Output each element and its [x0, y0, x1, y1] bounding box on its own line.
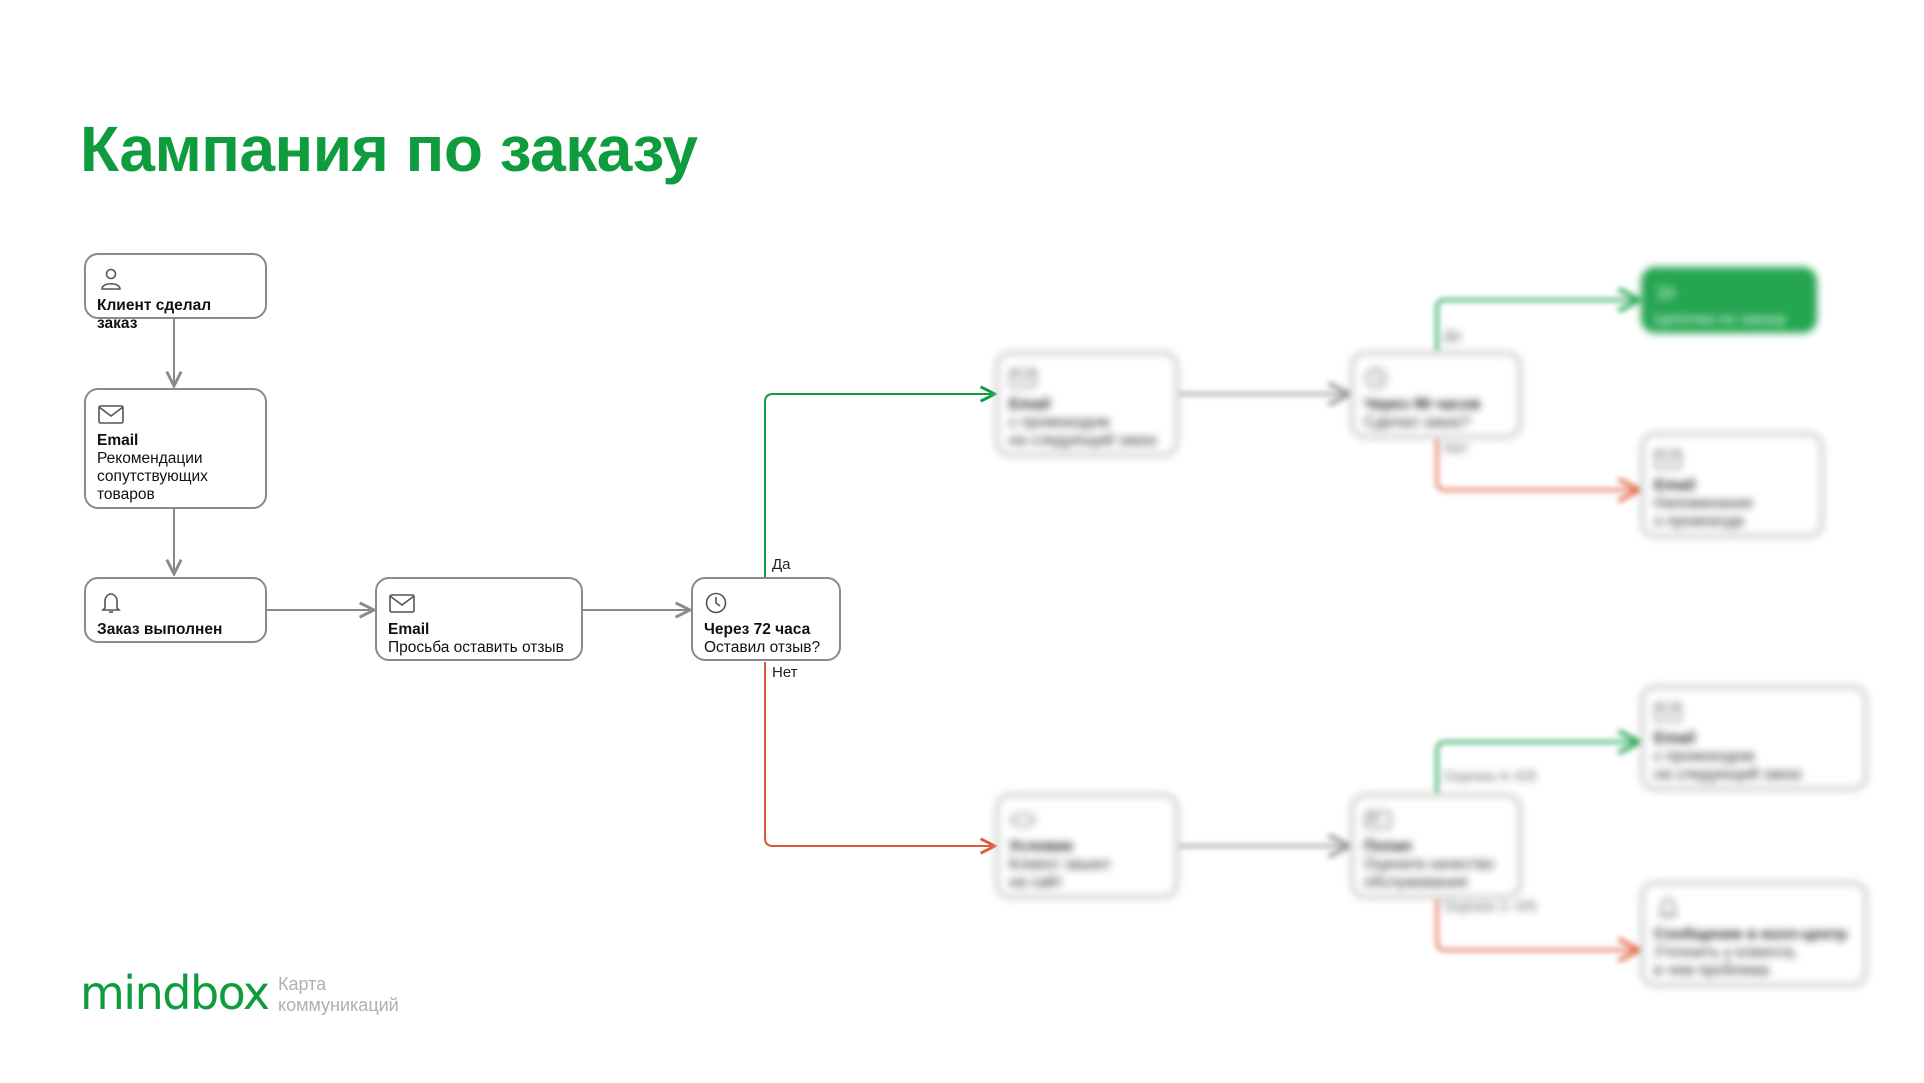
- node-title: Условие: [1009, 838, 1074, 855]
- envelope-icon: [1654, 700, 1682, 724]
- node-title: Email: [1654, 477, 1696, 494]
- brand-subtitle: Карта коммуникаций: [278, 974, 399, 1015]
- node-title: Email: [1009, 396, 1051, 413]
- edge-n11-n13: [1435, 898, 1640, 950]
- node-title: Сообщение в колл-центр: [1654, 926, 1848, 943]
- flow-node-email-promo-reminder[interactable]: Email Напоминание о промокоде: [1641, 433, 1823, 537]
- clock-icon: [1364, 366, 1392, 390]
- flow-node-condition-visit[interactable]: Условие Клиент зашел на сайт: [996, 794, 1178, 898]
- node-description: Клиент зашел на сайт: [1009, 856, 1110, 891]
- flow-node-email-recommendations[interactable]: Email Рекомендации сопутствующих товаров: [84, 388, 267, 509]
- edge-label-no: Нет: [772, 664, 798, 681]
- envelope-icon: [1654, 447, 1682, 471]
- node-title: Через 72 часа: [704, 621, 811, 638]
- envelope-icon: [1009, 366, 1037, 390]
- node-description: с промокодом на следующий заказ: [1654, 748, 1802, 783]
- node-description: с промокодом на следующий заказ: [1009, 414, 1157, 449]
- node-description: Рекомендации сопутствующих товаров: [97, 450, 208, 503]
- edge-no: [764, 662, 995, 846]
- person-icon: [97, 267, 125, 291]
- node-description: Оставил отзыв?: [704, 639, 821, 656]
- flow-node-wait-72h[interactable]: Через 72 часа Оставил отзыв?: [691, 577, 841, 661]
- flow-node-email-promo-2[interactable]: Email с промокодом на следующий заказ: [1641, 686, 1867, 790]
- clock-icon: [704, 591, 732, 615]
- flow-node-order-placed[interactable]: Клиент сделал заказ: [84, 253, 267, 332]
- edge-label-no-2: Нет: [1443, 440, 1469, 457]
- flow-node-wait-96h[interactable]: Через 96 часов Сделал заказ?: [1351, 352, 1521, 438]
- flow-node-callcenter-message[interactable]: Сообщение в колл-центр Уточнить у клиент…: [1641, 882, 1867, 986]
- node-title: Через 96 часов: [1364, 396, 1481, 413]
- edge-label-yes-2: Да: [1443, 327, 1462, 344]
- edge-yes: [764, 394, 995, 578]
- mindbox-logo: mindbox: [80, 966, 270, 1020]
- page-title: Кампания по заказу: [80, 113, 698, 185]
- eye-icon: [1009, 808, 1037, 832]
- envelope-icon: [388, 591, 416, 615]
- node-title: Email: [1654, 730, 1696, 747]
- node-title: Попап: [1364, 838, 1412, 855]
- bell-icon: [97, 591, 125, 615]
- edge-label-rating-low: Оценка 1–3/5: [1443, 898, 1537, 915]
- node-title: Email: [388, 621, 430, 638]
- node-title: Заказ выполнен: [97, 621, 223, 638]
- flow-node-popup-rating[interactable]: Попап Оцените качество обслуживания: [1351, 794, 1521, 898]
- edge-label-yes: Да: [772, 556, 791, 573]
- node-description: Цепочка по заказу: [1654, 311, 1787, 328]
- node-title: Клиент сделал заказ: [97, 297, 212, 332]
- envelope-icon: [97, 402, 125, 426]
- flow-node-order-completed[interactable]: Заказ выполнен: [84, 577, 267, 643]
- node-description: Оцените качество обслуживания: [1364, 856, 1495, 891]
- fast-forward-icon: [1654, 281, 1682, 305]
- edge-n7-n9: [1435, 438, 1640, 490]
- node-description: Напоминание о промокоде: [1654, 495, 1754, 530]
- node-description: Уточнить у клиента, в чем проблема: [1654, 944, 1798, 979]
- flow-node-order-chain[interactable]: Цепочка по заказу: [1641, 267, 1817, 333]
- node-title: Email: [97, 432, 139, 449]
- node-description: Просьба оставить отзыв: [388, 639, 564, 656]
- edge-n11-n12: [1435, 742, 1640, 794]
- node-description: Сделал заказ?: [1364, 414, 1471, 431]
- popup-icon: [1364, 808, 1392, 832]
- edge-label-rating-high: Оценка 4–5/5: [1443, 768, 1537, 785]
- flow-node-email-review-request[interactable]: Email Просьба оставить отзыв: [375, 577, 583, 661]
- flow-node-email-promo-1[interactable]: Email с промокодом на следующий заказ: [996, 352, 1178, 456]
- edge-n7-n8: [1435, 300, 1640, 352]
- bell-icon: [1654, 896, 1682, 920]
